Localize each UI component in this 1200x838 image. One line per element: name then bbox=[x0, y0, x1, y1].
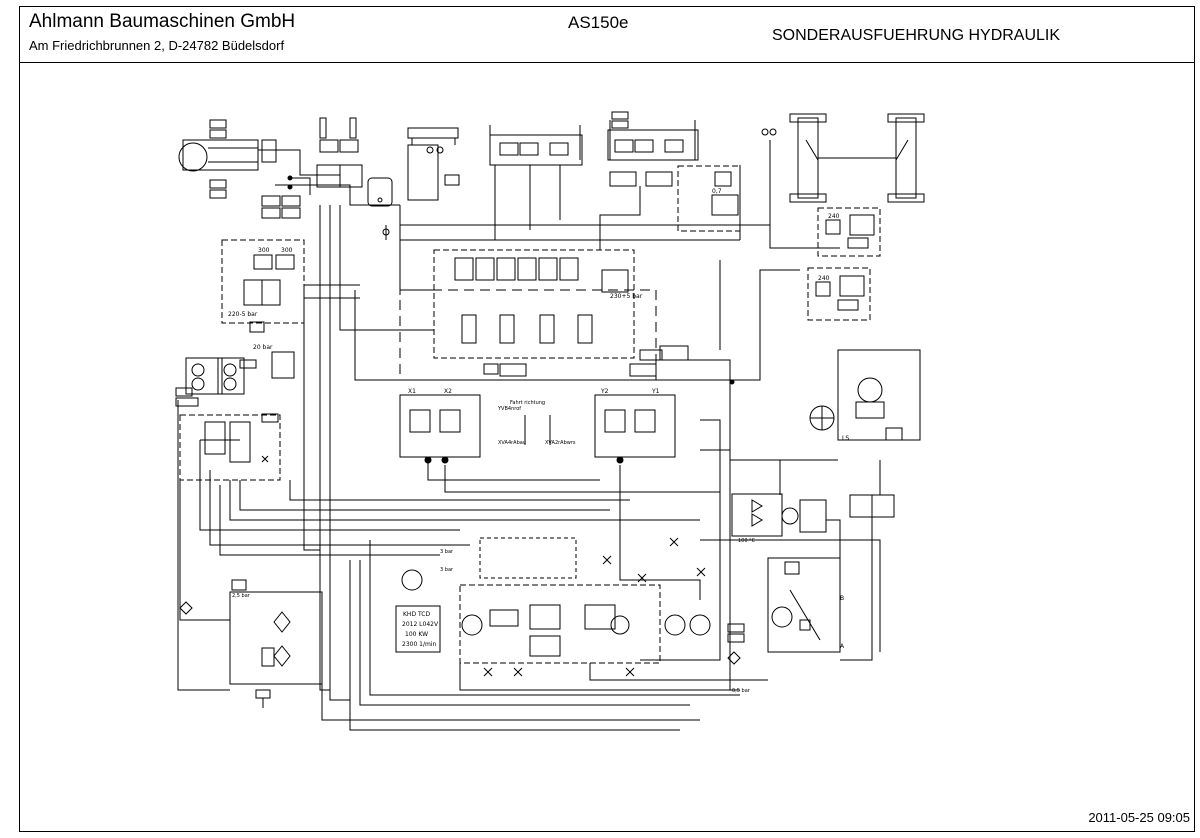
label-3bar: 3 bar bbox=[440, 549, 454, 555]
port-y1: Y1 bbox=[651, 388, 660, 395]
drawing-sheet: Ahlmann Baumaschinen GmbH Am Friedrichbr… bbox=[19, 6, 1195, 832]
axle-steering-cylinders bbox=[761, 113, 925, 203]
tank-and-filter-group: 2,5 bar bbox=[179, 579, 323, 708]
engine-and-pump-group: KHD TCD 2012 L042V 100 KW 2300 1/min 3 b… bbox=[395, 537, 711, 664]
label-3bar-b: 3 bar bbox=[440, 567, 454, 573]
port-x2: X2 bbox=[444, 388, 452, 395]
label-fahrt: Fahrt richtung bbox=[510, 400, 545, 406]
label-300b: 300 bbox=[281, 247, 293, 254]
plug-cross-marks bbox=[261, 455, 706, 677]
label-240a: 240 bbox=[828, 213, 840, 220]
label-240b: 240 bbox=[818, 275, 830, 282]
company-address: Am Friedrichbrunnen 2, D-24782 Büdelsdor… bbox=[29, 38, 285, 53]
label-xva2: XVA2rAbwrs bbox=[545, 440, 576, 446]
tilt-cylinder-group bbox=[367, 127, 460, 207]
attachment-cylinder-group: 0,7 bbox=[599, 111, 741, 240]
engine-line-3: 100 KW bbox=[405, 631, 428, 638]
engine-line-2: 2012 L042V bbox=[402, 621, 439, 628]
port-a: A bbox=[840, 643, 845, 650]
label-05bar: 0,5 bar bbox=[732, 688, 751, 694]
drawing-subtitle: SONDERAUSFUEHRUNG HYDRAULIK bbox=[772, 27, 1061, 44]
top-left-steering-group bbox=[178, 117, 400, 219]
hydraulic-line-network bbox=[177, 140, 881, 731]
port-x1: X1 bbox=[408, 388, 416, 395]
cooler-and-valves: 100 °C bbox=[731, 493, 895, 544]
label-xva: XVA4rAbau bbox=[498, 440, 526, 446]
brake-accumulator-group: B A 0,5 bar bbox=[727, 557, 845, 694]
label-25bar: 2,5 bar bbox=[232, 593, 251, 599]
model-name: AS150e bbox=[568, 13, 629, 32]
label-yvb: YVB4nrof bbox=[497, 406, 521, 412]
port-y2: Y2 bbox=[600, 388, 609, 395]
engine-line-4: 2300 1/min bbox=[402, 641, 437, 648]
label-ls: LS bbox=[842, 435, 849, 442]
company-name: Ahlmann Baumaschinen GmbH bbox=[29, 11, 296, 32]
axle-lock-valves: 240 240 bbox=[807, 207, 881, 321]
label-100c: 100 °C bbox=[738, 538, 756, 544]
label-230: 230+5 bar bbox=[610, 293, 643, 300]
left-pressure-valve-block: 300 300 220-5 bar bbox=[221, 239, 360, 333]
port-b: B bbox=[840, 595, 844, 602]
pilot-joystick-left: X1 X2 YVB4nrof XVA4rAbau bbox=[399, 388, 526, 464]
left-solenoid-block: 20 bar bbox=[175, 344, 295, 481]
label-07: 0,7 bbox=[712, 188, 722, 195]
orbitrol-steering-unit: LS bbox=[809, 349, 921, 442]
label-220: 220-5 bar bbox=[228, 311, 258, 318]
label-20bar: 20 bar bbox=[253, 344, 273, 351]
main-control-valve-bank: 230+5 bar bbox=[399, 249, 657, 381]
label-300a: 300 bbox=[258, 247, 270, 254]
print-timestamp: 2011-05-25 09:05 bbox=[1088, 810, 1190, 825]
title-block: Ahlmann Baumaschinen GmbH Am Friedrichbr… bbox=[20, 7, 1194, 63]
lift-cylinder-group bbox=[489, 125, 583, 240]
engine-line-1: KHD TCD bbox=[403, 611, 430, 618]
